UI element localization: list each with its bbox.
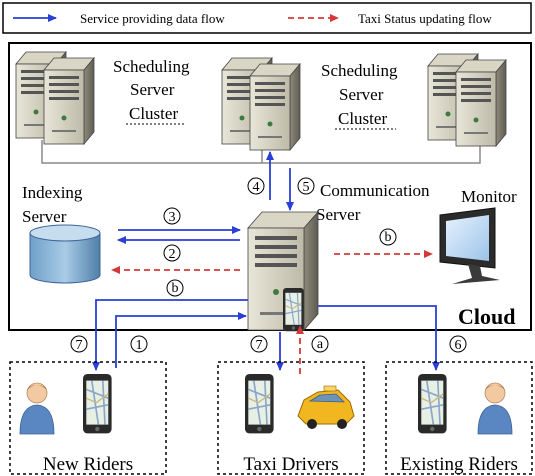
flow-1-arrow xyxy=(115,312,247,368)
server-rack-icon xyxy=(428,54,506,146)
new-riders-label: New Riders xyxy=(43,454,133,475)
cluster-1-line-1: Scheduling xyxy=(113,57,190,76)
step-1: 1 xyxy=(136,338,143,353)
step-5: 5 xyxy=(303,180,310,195)
taxi-icon xyxy=(297,385,355,429)
smartphone-map-icon xyxy=(282,287,305,332)
cluster-1-line-3: Cluster xyxy=(129,104,178,123)
flow-6-arrow xyxy=(318,305,440,371)
smartphone-map-icon xyxy=(82,373,113,435)
cluster-2-line-1: Scheduling xyxy=(321,61,398,80)
step-a: a xyxy=(317,337,324,352)
legend: Service providing data flow Taxi Status … xyxy=(2,2,532,34)
server-rack-icon xyxy=(247,210,319,332)
legend-status-label: Taxi Status updating flow xyxy=(358,11,492,26)
legend-box xyxy=(2,2,532,34)
indexing-server-label-1: Indexing xyxy=(22,183,83,202)
cluster-2-line-2: Server xyxy=(339,85,384,104)
taxi-drivers-label: Taxi Drivers xyxy=(243,454,338,475)
server-rack-icon xyxy=(16,52,94,144)
cluster-2-line-3: Cluster xyxy=(338,109,387,128)
existing-riders-label: Existing Riders xyxy=(400,454,518,475)
cluster-1-line-2: Server xyxy=(130,80,175,99)
smartphone-map-icon xyxy=(244,373,275,435)
step-b-right: b xyxy=(385,230,392,245)
step-7-left: 7 xyxy=(76,338,83,353)
smartphone-map-icon xyxy=(417,373,448,435)
flow-7-new-riders-arrow xyxy=(92,299,248,371)
step-2: 2 xyxy=(169,247,176,262)
step-7-middle: 7 xyxy=(256,338,263,353)
existing-riders-group xyxy=(385,361,533,475)
database-icon xyxy=(29,224,101,284)
person-icon xyxy=(477,382,513,435)
cloud-label: Cloud xyxy=(458,304,515,329)
person-icon xyxy=(19,382,55,435)
indexing-server-label-2: Server xyxy=(22,207,67,226)
legend-service-label: Service providing data flow xyxy=(80,11,225,26)
monitor-icon xyxy=(439,207,500,284)
step-b-left: b xyxy=(172,281,179,296)
comm-server-label-1: Communication xyxy=(320,181,430,200)
taxi-drivers-group xyxy=(217,361,365,475)
server-rack-icon xyxy=(222,58,300,150)
step-6: 6 xyxy=(455,338,462,353)
monitor-label: Monitor xyxy=(461,187,517,206)
scheduling-cluster-label-2: Scheduling Server Cluster xyxy=(321,61,398,130)
comm-server-label-2: Server xyxy=(316,205,361,224)
new-riders-group xyxy=(9,361,167,475)
step-4: 4 xyxy=(253,180,260,195)
scheduling-cluster-label-1: Scheduling Server Cluster xyxy=(113,57,190,125)
step-3: 3 xyxy=(169,210,176,225)
